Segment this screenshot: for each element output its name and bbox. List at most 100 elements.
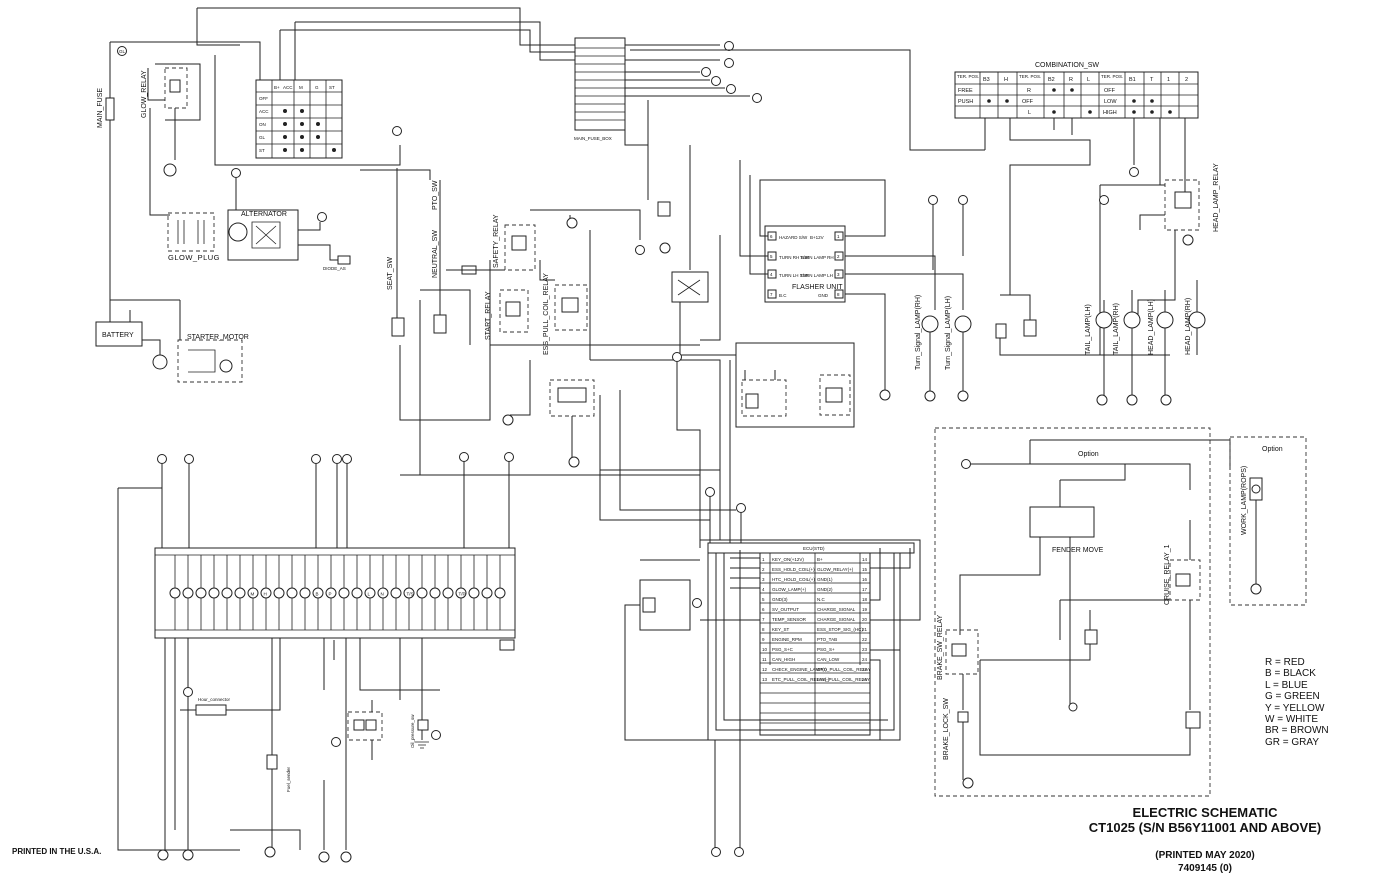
connector-gl [117, 46, 127, 56]
part-number: 7409145 (0) [1178, 863, 1232, 874]
ecu-cell: 18 [862, 597, 868, 602]
ecu-cell: KEY_ST [772, 627, 790, 632]
option-section: Option FENDER MOVE CRUISE_RELAY_1 BRAKE_… [934, 427, 1307, 797]
ecu-cell: GND(2) [817, 587, 833, 592]
ecu-cell: GND(1) [817, 577, 833, 582]
svg-text:2: 2 [837, 254, 840, 259]
svg-text:OFF: OFF [259, 96, 268, 101]
legend-item: B = BLACK [1265, 668, 1316, 680]
svg-text:HIGH: HIGH [1103, 110, 1117, 116]
tail-lamp-lh [1095, 311, 1113, 329]
connector-oh [1129, 167, 1139, 177]
work-lamp-label: WORK_LAMP(ROPS) [1241, 466, 1248, 535]
connector-rh [459, 452, 469, 462]
ecu-cell: ESS_HOLD_COIL(+) [772, 567, 815, 572]
ecu-cell: N.C [817, 597, 826, 602]
ecu-cell: 19 [862, 607, 868, 612]
meter-indicator [169, 587, 181, 599]
ecu-cell: 8 [762, 627, 765, 632]
svg-text:OFF: OFF [1104, 88, 1116, 94]
ecu-cell: 1 [762, 557, 765, 562]
brake-lock-sw-label: BRAKE_LOCK_SW [943, 698, 950, 760]
svg-text:M: M [299, 85, 303, 90]
ground-icon [957, 390, 969, 402]
ground-icon [1126, 394, 1138, 406]
ground-icon [566, 217, 578, 229]
ecu-cell: 6 [762, 607, 765, 612]
meter-icon-label: M [251, 592, 255, 597]
connector-ol [734, 847, 744, 857]
connector-rb-bottom [711, 847, 721, 857]
svg-text:ST: ST [259, 148, 265, 153]
option-label: Option [1078, 451, 1099, 458]
combination-switch-label: COMBINATION_SW [1035, 62, 1099, 69]
ecu-cell: 3 [762, 577, 765, 582]
legend-item: G = GREEN [1265, 691, 1320, 703]
meter-icon-label: B [316, 592, 319, 597]
svg-text:FREE: FREE [958, 88, 973, 94]
hour-connector-label: Hour_connector [198, 697, 231, 702]
ecu-cell: 15 [862, 567, 868, 572]
head-lamp-lh-label: HEAD_LAMP(LH) [1148, 299, 1155, 355]
svg-text:G: G [315, 85, 319, 90]
ground-icon [962, 777, 974, 789]
svg-text:TURN LAMP LH: TURN LAMP LH [800, 273, 833, 278]
ecu-cell: 2 [762, 567, 765, 572]
main-fuse-box: MAIN_FUSE_BOX [574, 37, 985, 254]
turn-signal-lh-label: Turn_Signal_LAMP(LH) [945, 296, 952, 370]
glow-relay [164, 67, 188, 109]
fender-move-label: FENDER MOVE [1052, 547, 1104, 554]
ecu-label: ECU(STD) [803, 546, 825, 551]
svg-text:OFF: OFF [1022, 99, 1034, 105]
connector-cl [701, 67, 711, 77]
meter-indicator [195, 587, 207, 599]
ecu-cell: GLOW_RELAY(+) [817, 567, 854, 572]
safety-relay-section: SEAT_SW NEUTRAL_SW PTO_SW SAFETY_RELAY S… [340, 126, 721, 540]
svg-text:TURN LH S/W: TURN LH S/W [779, 273, 809, 278]
ecu-cell: CHECK_ENGINE_LAMP(-) [772, 667, 827, 672]
svg-text:ACC: ACC [259, 109, 269, 114]
head-lamp-relay [1164, 179, 1200, 231]
svg-text:2: 2 [1185, 77, 1188, 83]
svg-text:TER. POS.: TER. POS. [1101, 74, 1123, 79]
svg-text:L: L [1028, 110, 1031, 116]
ecu-cell: 25 [862, 667, 868, 672]
ess-pull-coil-relay-label: ESS_PULL_COIL_RELAY [543, 273, 550, 355]
svg-text:7: 7 [770, 292, 773, 297]
safety-relay [504, 224, 536, 271]
connector-or [961, 459, 971, 469]
document-subtitle: CT1025 (S/N B56Y11001 AND ABOVE) [1088, 820, 1322, 835]
ecu-cell: 13 [762, 677, 768, 682]
connector-node [672, 352, 682, 362]
svg-text:1: 1 [1167, 77, 1170, 83]
turn-signal-rh-label: Turn_Signal_LAMP(RH) [915, 295, 922, 370]
ecu-cell: 26 [862, 677, 868, 682]
meter-indicator [481, 587, 493, 599]
legend-item: W = WHITE [1265, 714, 1319, 726]
ecu-cell: GND(3) [772, 597, 788, 602]
fuel-sender-label: Fuel_sender [286, 766, 291, 792]
ecu-cell: CHARGE_SIGNAL [817, 607, 856, 612]
meter-icon-label: T/P [459, 592, 466, 597]
svg-text:B+12V: B+12V [810, 235, 824, 240]
svg-text:5: 5 [770, 254, 773, 259]
combination-switch: COMBINATION_SW TER. POS. B3 H TER. POS. … [954, 62, 1199, 295]
color-legend: R = RED B = BLACK L = BLUE G = GREEN Y =… [1265, 657, 1365, 748]
turn-signal-rh-lamp [921, 315, 939, 333]
meter-icon-label: L [368, 592, 371, 597]
head-lamp-rh-label: HEAD_LAMP(RH) [1185, 298, 1192, 355]
svg-text:ON: ON [259, 122, 266, 127]
connector-r [928, 195, 938, 205]
ecu-cell: 11 [762, 657, 767, 662]
oil-pressure-relay [347, 711, 383, 741]
brake-lock-switch [957, 711, 969, 723]
ecu-cell: 23 [862, 647, 868, 652]
svg-text:B3: B3 [983, 77, 990, 83]
meter-icon-label: N [381, 592, 384, 597]
svg-text:R: R [1069, 77, 1073, 83]
cruise-relay-label: CRUISE_RELAY_1 [1164, 544, 1171, 605]
meter-icon-label: P [329, 592, 332, 597]
dash-lamp [995, 323, 1007, 339]
svg-text:HAZARD S/W: HAZARD S/W [779, 235, 808, 240]
seat-switch-label: SEAT_SW [387, 257, 394, 290]
